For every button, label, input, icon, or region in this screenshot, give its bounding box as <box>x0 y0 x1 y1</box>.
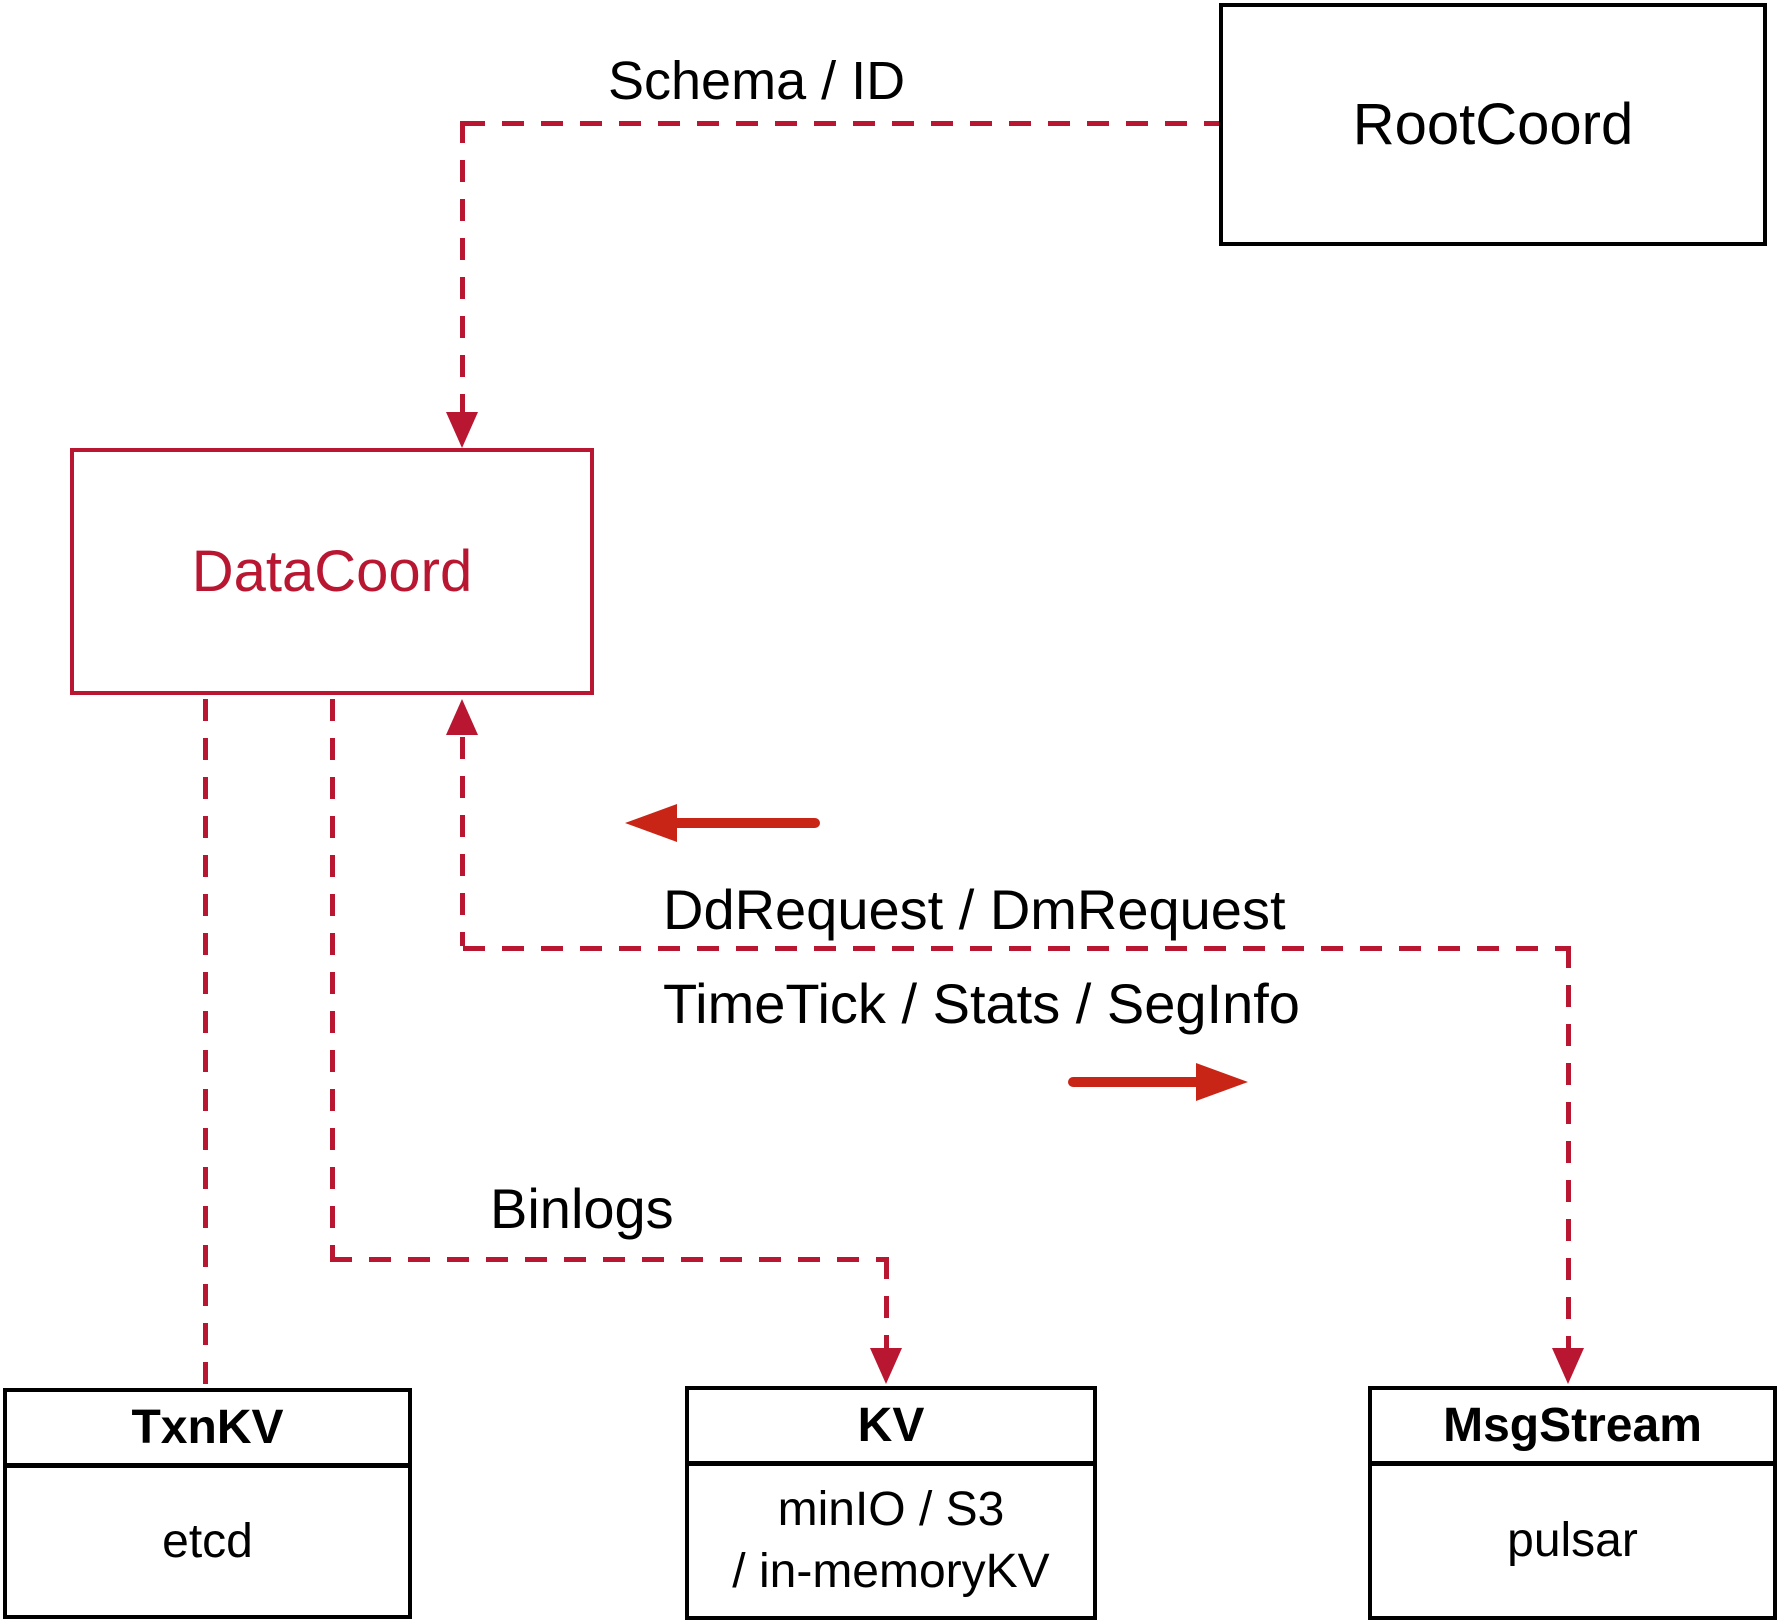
binlogs-label: Binlogs <box>490 1177 674 1240</box>
msgstream-datacoord-arrowhead-icon <box>446 699 478 735</box>
schema-id-edge-horizontal <box>463 121 1219 126</box>
txnkv-subtitle: etcd <box>162 1514 253 1568</box>
schema-id-edge-vertical <box>460 121 465 413</box>
binlogs-edge-vertical-2 <box>884 1257 889 1352</box>
kv-subtitle-line1: minIO / S3 <box>777 1483 1005 1536</box>
right-direction-arrow-shaft <box>1068 1077 1203 1087</box>
txnkv-title: TxnKV <box>7 1392 408 1468</box>
binlogs-edge-horizontal <box>330 1257 886 1262</box>
kv-node: KV minIO / S3 / in-memoryKV <box>685 1386 1097 1620</box>
msgstream-datacoord-edge-vertical-right <box>1566 946 1571 1348</box>
binlogs-arrowhead-icon <box>870 1348 902 1384</box>
kv-title: KV <box>689 1390 1093 1466</box>
txnkv-node: TxnKV etcd <box>3 1388 412 1619</box>
msgstream-title: MsgStream <box>1372 1390 1773 1466</box>
right-direction-arrow-icon <box>1196 1063 1248 1101</box>
kv-subtitle-line2: / in-memoryKV <box>732 1545 1050 1598</box>
datacoord-label: DataCoord <box>191 539 473 604</box>
schema-id-arrowhead-icon <box>446 412 478 448</box>
msgstream-datacoord-edge-vertical-left <box>460 737 465 946</box>
datacoord-txnkv-edge <box>203 699 208 1388</box>
left-direction-arrow-icon <box>625 804 677 842</box>
datacoord-node: DataCoord <box>70 448 594 695</box>
binlogs-edge-vertical-1 <box>330 699 335 1260</box>
ddrequest-dmrequest-label: DdRequest / DmRequest <box>663 878 1286 941</box>
datacoord-msgstream-arrowhead-icon <box>1552 1348 1584 1384</box>
msgstream-datacoord-edge-horizontal <box>463 946 1570 951</box>
rootcoord-label: RootCoord <box>1352 92 1634 157</box>
msgstream-node: MsgStream pulsar <box>1368 1386 1777 1620</box>
schema-id-label: Schema / ID <box>608 51 906 111</box>
rootcoord-node: RootCoord <box>1219 3 1767 246</box>
msgstream-subtitle: pulsar <box>1507 1514 1638 1567</box>
timetick-stats-seginfo-label: TimeTick / Stats / SegInfo <box>663 972 1300 1035</box>
left-direction-arrow-shaft <box>670 818 820 828</box>
